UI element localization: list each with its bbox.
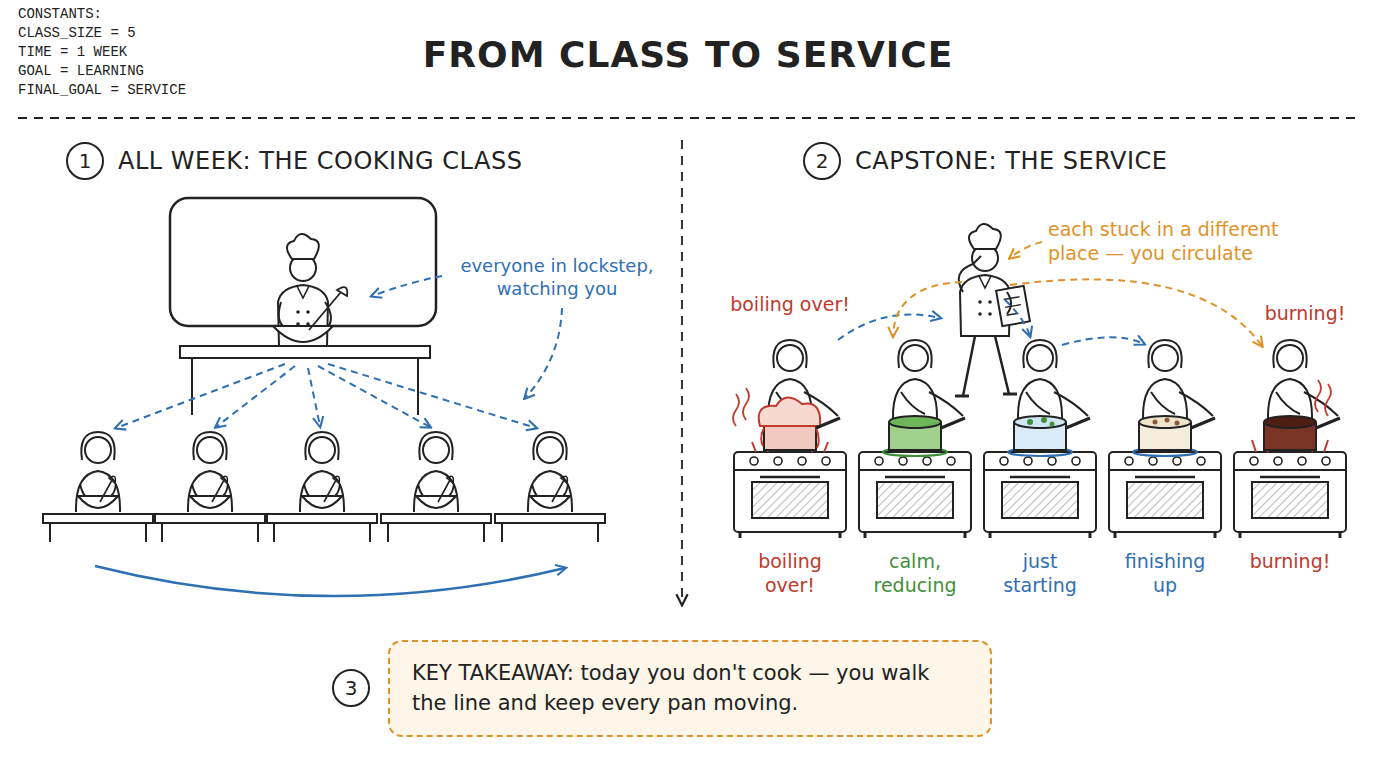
label-holder: boiling over! — [738, 550, 842, 598]
alert-label: boiling over! — [715, 293, 865, 317]
label-holder: just starting — [988, 550, 1092, 598]
chef-bowl — [273, 287, 347, 342]
takeaway-text: KEY TAKEAWAY: today you don't cook — you… — [412, 658, 968, 719]
title-holder: FROM CLASS TO SERVICE — [0, 34, 1376, 75]
step-marker: 2 CAPSTONE: THE SERVICE — [803, 142, 1167, 180]
service-scene — [733, 224, 1346, 538]
alert-label: burning! — [1245, 302, 1365, 326]
status-label: finishing up — [1113, 550, 1217, 598]
label-holder: boiling over! — [715, 293, 865, 317]
step-marker: 1 ALL WEEK: THE COOKING CLASS — [66, 142, 522, 180]
annotation: each stuck in a different place — you ci… — [1048, 218, 1330, 266]
step-number: 3 — [345, 676, 358, 700]
counter — [180, 346, 430, 358]
status-label: just starting — [988, 550, 1092, 598]
label-holder: each stuck in a different place — you ci… — [1048, 218, 1330, 266]
column-divider — [681, 140, 683, 604]
student-figure — [1018, 340, 1088, 420]
diagram-title: FROM CLASS TO SERVICE — [0, 34, 1376, 75]
section-divider — [18, 117, 1358, 119]
step-number: 2 — [816, 149, 829, 173]
student-figure — [893, 340, 963, 420]
label-holder: burning! — [1245, 302, 1365, 326]
label-holder: burning! — [1238, 550, 1342, 574]
section-heading: CAPSTONE: THE SERVICE — [855, 147, 1167, 175]
constant-line: CLASS_SIZE = 5 — [18, 25, 278, 43]
step-marker: 3 — [332, 669, 370, 707]
student-figure — [1143, 340, 1213, 420]
step-circle: 1 — [66, 142, 104, 180]
student-figure — [381, 432, 491, 542]
constant-line: CONSTANTS: — [18, 6, 278, 24]
label-holder: TIME = 1 WEEK — [18, 44, 278, 62]
label-holder: calm, reducing — [863, 550, 967, 598]
stove — [1109, 452, 1221, 538]
burning-pan — [1252, 380, 1340, 452]
stove — [734, 452, 846, 538]
lockstep-arrow — [95, 566, 565, 596]
label-holder: CONSTANTS: — [18, 6, 278, 24]
status-label: boiling over! — [738, 550, 842, 598]
constant-line: TIME = 1 WEEK — [18, 44, 278, 62]
label-holder: GOAL = LEARNING — [18, 63, 278, 81]
starting-pan — [1008, 416, 1090, 456]
finishing-pan — [1133, 416, 1215, 456]
constant-line: FINAL_GOAL = SERVICE — [18, 82, 278, 100]
label-holder: everyone in lockstep, watching you — [446, 255, 668, 300]
label-holder: CLASS_SIZE = 5 — [18, 25, 278, 43]
stove — [984, 452, 1096, 538]
stove — [859, 452, 971, 538]
section-heading: ALL WEEK: THE COOKING CLASS — [118, 147, 522, 175]
chef-walking — [955, 256, 1030, 396]
student-figure — [1268, 340, 1338, 420]
label-holder: FINAL_GOAL = SERVICE — [18, 82, 278, 100]
constant-line: GOAL = LEARNING — [18, 63, 278, 81]
step-circle: 2 — [803, 142, 841, 180]
student-figure — [155, 432, 265, 542]
watch-arrows — [116, 276, 562, 428]
step-number: 1 — [79, 149, 92, 173]
boiling-pan — [733, 388, 840, 452]
student-figure — [495, 432, 605, 542]
takeaway-box: KEY TAKEAWAY: today you don't cook — you… — [388, 640, 992, 737]
status-label: burning! — [1238, 550, 1342, 574]
label-holder: finishing up — [1113, 550, 1217, 598]
student-figure — [267, 432, 377, 542]
calm-pan — [883, 416, 965, 456]
student-figure — [43, 432, 153, 542]
stove — [1234, 452, 1346, 538]
step-circle: 3 — [332, 669, 370, 707]
status-label: calm, reducing — [863, 550, 967, 598]
annotation: everyone in lockstep, watching you — [446, 255, 668, 300]
